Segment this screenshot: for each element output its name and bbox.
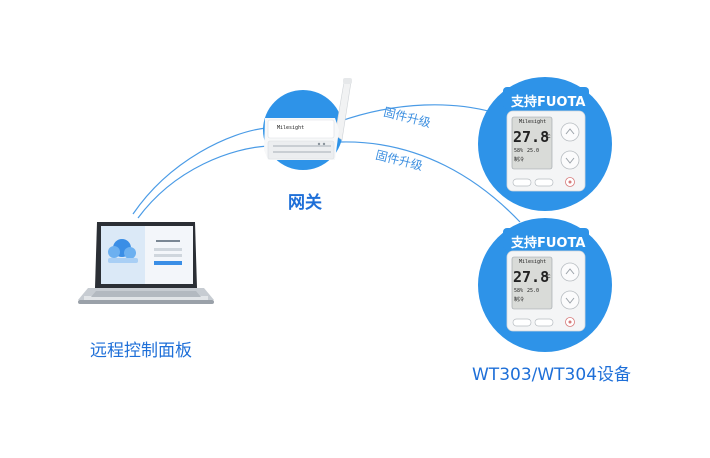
screen-temp-1: 27.8 bbox=[513, 128, 550, 146]
gateway-icon bbox=[264, 78, 352, 160]
screen-temp-small-2: 25.0 bbox=[527, 288, 540, 294]
thermostat-icon-2 bbox=[506, 250, 586, 332]
screen-mode-1: 制冷 bbox=[514, 157, 525, 163]
remote-panel-label: 远程控制面板 bbox=[90, 341, 192, 361]
screen-mode-2: 制冷 bbox=[514, 297, 525, 303]
link-gateway-device1 bbox=[337, 104, 493, 123]
laptop-icon bbox=[78, 222, 214, 304]
devices-label: WT303/WT304设备 bbox=[472, 365, 632, 385]
badge-bg-2 bbox=[503, 228, 589, 250]
screen-brand-2: Milesight bbox=[519, 259, 547, 265]
fuota-badge-1: 支持FUOTA bbox=[511, 95, 586, 110]
screen-humidity-1: 58% bbox=[514, 148, 524, 154]
link-gateway-device2 bbox=[339, 141, 521, 223]
gateway-label: 网关 bbox=[288, 193, 322, 213]
link-laptop-gateway-outer bbox=[132, 127, 267, 215]
screen-brand-1: Milesight bbox=[519, 119, 547, 125]
gateway-brand: Milesight bbox=[277, 125, 305, 131]
fuota-badge-2: 支持FUOTA bbox=[511, 236, 586, 251]
thermostat-icon-1 bbox=[506, 110, 586, 192]
screen-unit-2: ℃ bbox=[545, 274, 551, 280]
screen-unit-1: ℃ bbox=[545, 134, 551, 140]
badge-bg-1 bbox=[503, 87, 589, 109]
screen-temp-small-1: 25.0 bbox=[527, 148, 540, 154]
screen-temp-2: 27.8 bbox=[513, 268, 550, 286]
screen-humidity-2: 58% bbox=[514, 288, 524, 294]
link-laptop-gateway-inner bbox=[137, 145, 269, 219]
